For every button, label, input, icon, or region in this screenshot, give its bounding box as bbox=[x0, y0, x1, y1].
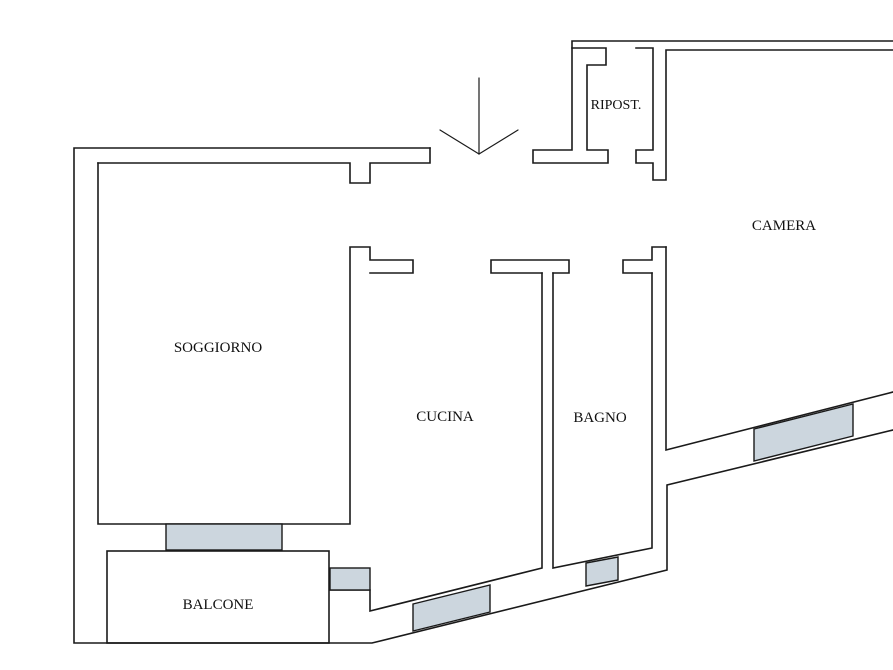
window-bagno bbox=[585, 556, 619, 587]
window-cucina bbox=[412, 584, 491, 632]
balcone bbox=[106, 550, 330, 644]
bottom-wall bbox=[329, 272, 543, 613]
room-label-bagno: BAGNO bbox=[573, 410, 627, 426]
camera-wall bbox=[665, 246, 893, 452]
corridor-top-wall-right bbox=[532, 47, 609, 164]
cucina-bagno-partition bbox=[490, 259, 570, 274]
ripostiglio-wall bbox=[571, 40, 893, 49]
room-labels: SOGGIORNO CUCINA BAGNO CAMERA RIPOST. BA… bbox=[174, 98, 816, 613]
window-cucina-small bbox=[329, 567, 371, 591]
room-label-cucina: CUCINA bbox=[416, 409, 474, 425]
window-camera bbox=[753, 403, 854, 462]
room-label-camera: CAMERA bbox=[752, 218, 816, 234]
room-label-soggiorno: SOGGIORNO bbox=[174, 340, 263, 356]
room-label-ripostiglio: RIPOST. bbox=[591, 98, 642, 113]
window-soggiorno bbox=[165, 523, 283, 551]
corridor-top-wall bbox=[97, 147, 431, 184]
entrance-arrow-icon bbox=[439, 77, 519, 155]
interior-walls bbox=[490, 246, 667, 274]
windows bbox=[165, 403, 854, 632]
ripostiglio-right-wall bbox=[635, 47, 893, 181]
room-label-balcone: BALCONE bbox=[183, 597, 254, 613]
outer-wall-outline bbox=[73, 147, 893, 644]
bagno-door-stub bbox=[622, 246, 667, 274]
bottom-wall-right bbox=[552, 272, 653, 569]
